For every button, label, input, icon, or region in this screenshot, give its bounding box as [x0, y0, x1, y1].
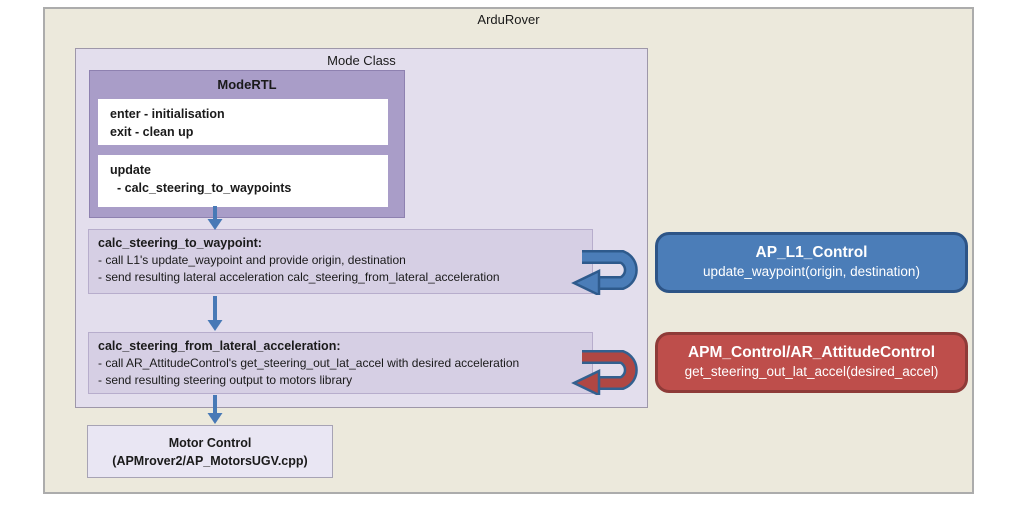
mode-class-title: Mode Class	[327, 53, 396, 68]
ap-l1-control-box: AP_L1_Control update_waypoint(origin, de…	[655, 232, 968, 293]
calc-from-lat-accel-title: calc_steering_from_lateral_acceleration:	[98, 339, 341, 353]
enter-line: enter - initialisation	[110, 107, 225, 121]
calc-to-waypoint-title: calc_steering_to_waypoint:	[98, 236, 262, 250]
calc-steering-to-waypoint-box: calc_steering_to_waypoint: - call L1's u…	[88, 229, 593, 294]
update-sub-line: - calc_steering_to_waypoints	[117, 181, 292, 195]
arrow-down-icon	[207, 395, 223, 424]
ap-l1-control-title: AP_L1_Control	[755, 244, 868, 261]
motor-control-box: Motor Control (APMrover2/AP_MotorsUGV.cp…	[87, 425, 333, 478]
apm-control-box: APM_Control/AR_AttitudeControl get_steer…	[655, 332, 968, 393]
motor-control-title: Motor Control	[168, 436, 252, 450]
modertl-title: ModeRTL	[217, 77, 277, 92]
loop-arrow-blue-icon	[571, 250, 638, 295]
calc-from-lat-accel-bullet-2: - send resulting steering output to moto…	[98, 373, 353, 387]
calc-to-waypoint-bullet-2: - send resulting lateral acceleration ca…	[98, 270, 500, 284]
motor-control-path: (APMrover2/AP_MotorsUGV.cpp)	[112, 454, 308, 468]
ap-l1-control-function: update_waypoint(origin, destination)	[703, 264, 920, 279]
exit-line: exit - clean up	[110, 125, 194, 139]
calc-steering-from-lateral-acceleration-box: calc_steering_from_lateral_acceleration:…	[88, 332, 593, 394]
enter-exit-box: enter - initialisation exit - clean up	[98, 99, 388, 145]
apm-control-title: APM_Control/AR_AttitudeControl	[687, 344, 936, 361]
arrow-down-icon	[207, 296, 223, 331]
loop-arrow-red-icon	[571, 350, 638, 395]
calc-from-lat-accel-bullet-1: - call AR_AttitudeControl's get_steering…	[98, 356, 520, 370]
apm-control-function: get_steering_out_lat_accel(desired_accel…	[684, 364, 939, 379]
arrow-down-icon	[207, 206, 223, 230]
ardurover-title: ArduRover	[477, 12, 540, 27]
calc-to-waypoint-bullet-1: - call L1's update_waypoint and provide …	[98, 253, 406, 267]
update-line: update	[110, 163, 151, 177]
update-box: update - calc_steering_to_waypoints	[98, 155, 388, 207]
